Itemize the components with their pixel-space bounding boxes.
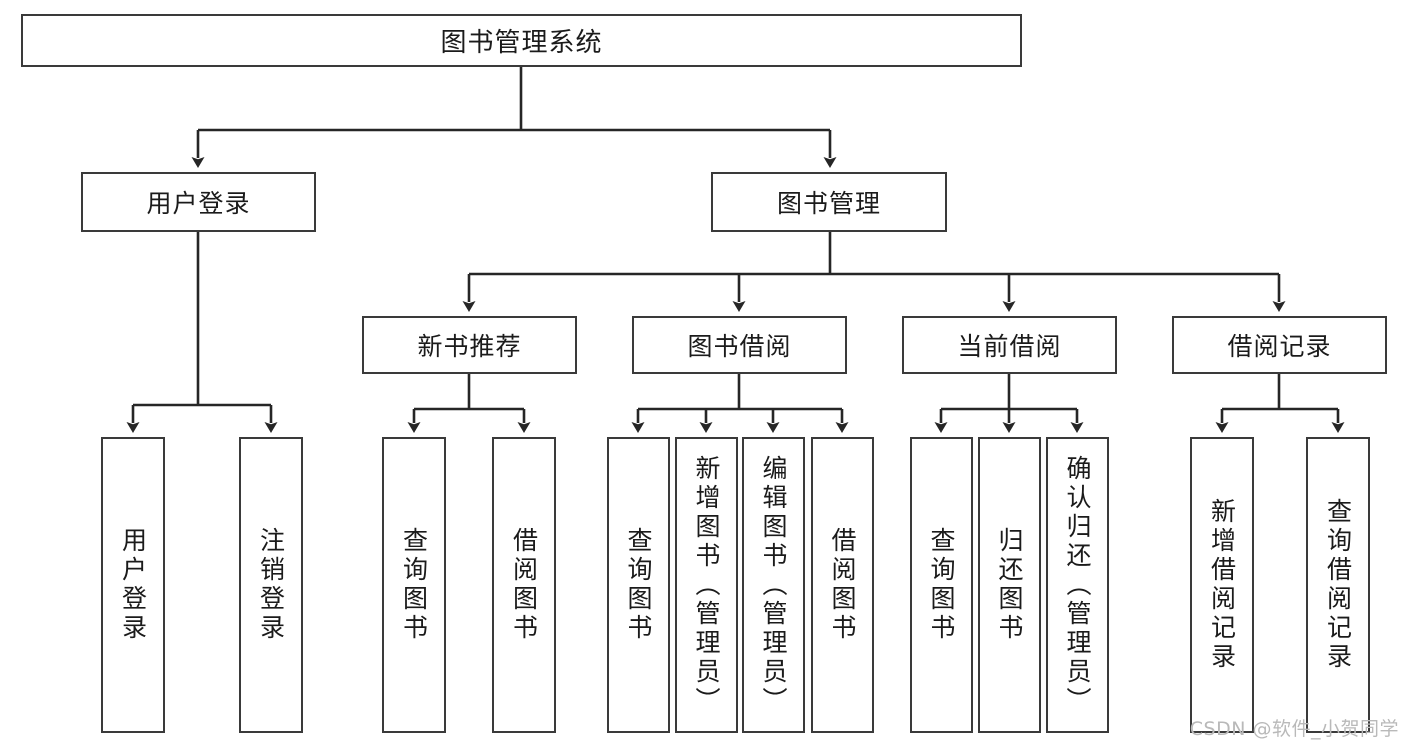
leaf-user-login[interactable]: 用户登录 (101, 437, 165, 733)
leaf-query-book-current[interactable]: 查询图书 (910, 437, 973, 733)
watermark-credit: CSDN @软件_小贺同学 (1189, 718, 1399, 740)
node-book-management[interactable]: 图书管理 (711, 172, 947, 232)
leaf-label: 查询借阅记录 (1323, 498, 1353, 672)
leaf-label: 借阅图书 (509, 527, 539, 643)
leaf-query-borrow-record[interactable]: 查询借阅记录 (1306, 437, 1370, 733)
node-user-login[interactable]: 用户登录 (81, 172, 316, 232)
leaf-query-book-recommend[interactable]: 查询图书 (382, 437, 446, 733)
leaf-label: 用户登录 (118, 527, 148, 643)
leaf-label: 新增借阅记录 (1207, 498, 1237, 672)
leaf-label: 确认归还（管理员） (1063, 454, 1092, 716)
leaf-query-book-borrow[interactable]: 查询图书 (607, 437, 670, 733)
leaf-add-borrow-record[interactable]: 新增借阅记录 (1190, 437, 1254, 733)
leaf-return-book[interactable]: 归还图书 (978, 437, 1041, 733)
leaf-label: 新增图书（管理员） (692, 454, 721, 716)
node-borrow-record[interactable]: 借阅记录 (1172, 316, 1387, 374)
leaf-label: 查询图书 (927, 527, 956, 643)
leaf-confirm-return[interactable]: 确认归还（管理员） (1046, 437, 1109, 733)
leaf-label: 注销登录 (256, 527, 286, 643)
leaf-logout[interactable]: 注销登录 (239, 437, 303, 733)
leaf-label: 查询图书 (399, 527, 429, 643)
node-root-system[interactable]: 图书管理系统 (21, 14, 1022, 67)
node-new-book-recommend[interactable]: 新书推荐 (362, 316, 577, 374)
leaf-edit-book[interactable]: 编辑图书（管理员） (742, 437, 805, 733)
leaf-label: 借阅图书 (828, 527, 857, 643)
leaf-label: 编辑图书（管理员） (759, 454, 788, 716)
leaf-borrow-book-recommend[interactable]: 借阅图书 (492, 437, 556, 733)
node-current-borrow[interactable]: 当前借阅 (902, 316, 1117, 374)
leaf-borrow-book[interactable]: 借阅图书 (811, 437, 874, 733)
leaf-add-book[interactable]: 新增图书（管理员） (675, 437, 738, 733)
leaf-label: 归还图书 (995, 527, 1024, 643)
node-book-borrow[interactable]: 图书借阅 (632, 316, 847, 374)
leaf-label: 查询图书 (624, 527, 653, 643)
